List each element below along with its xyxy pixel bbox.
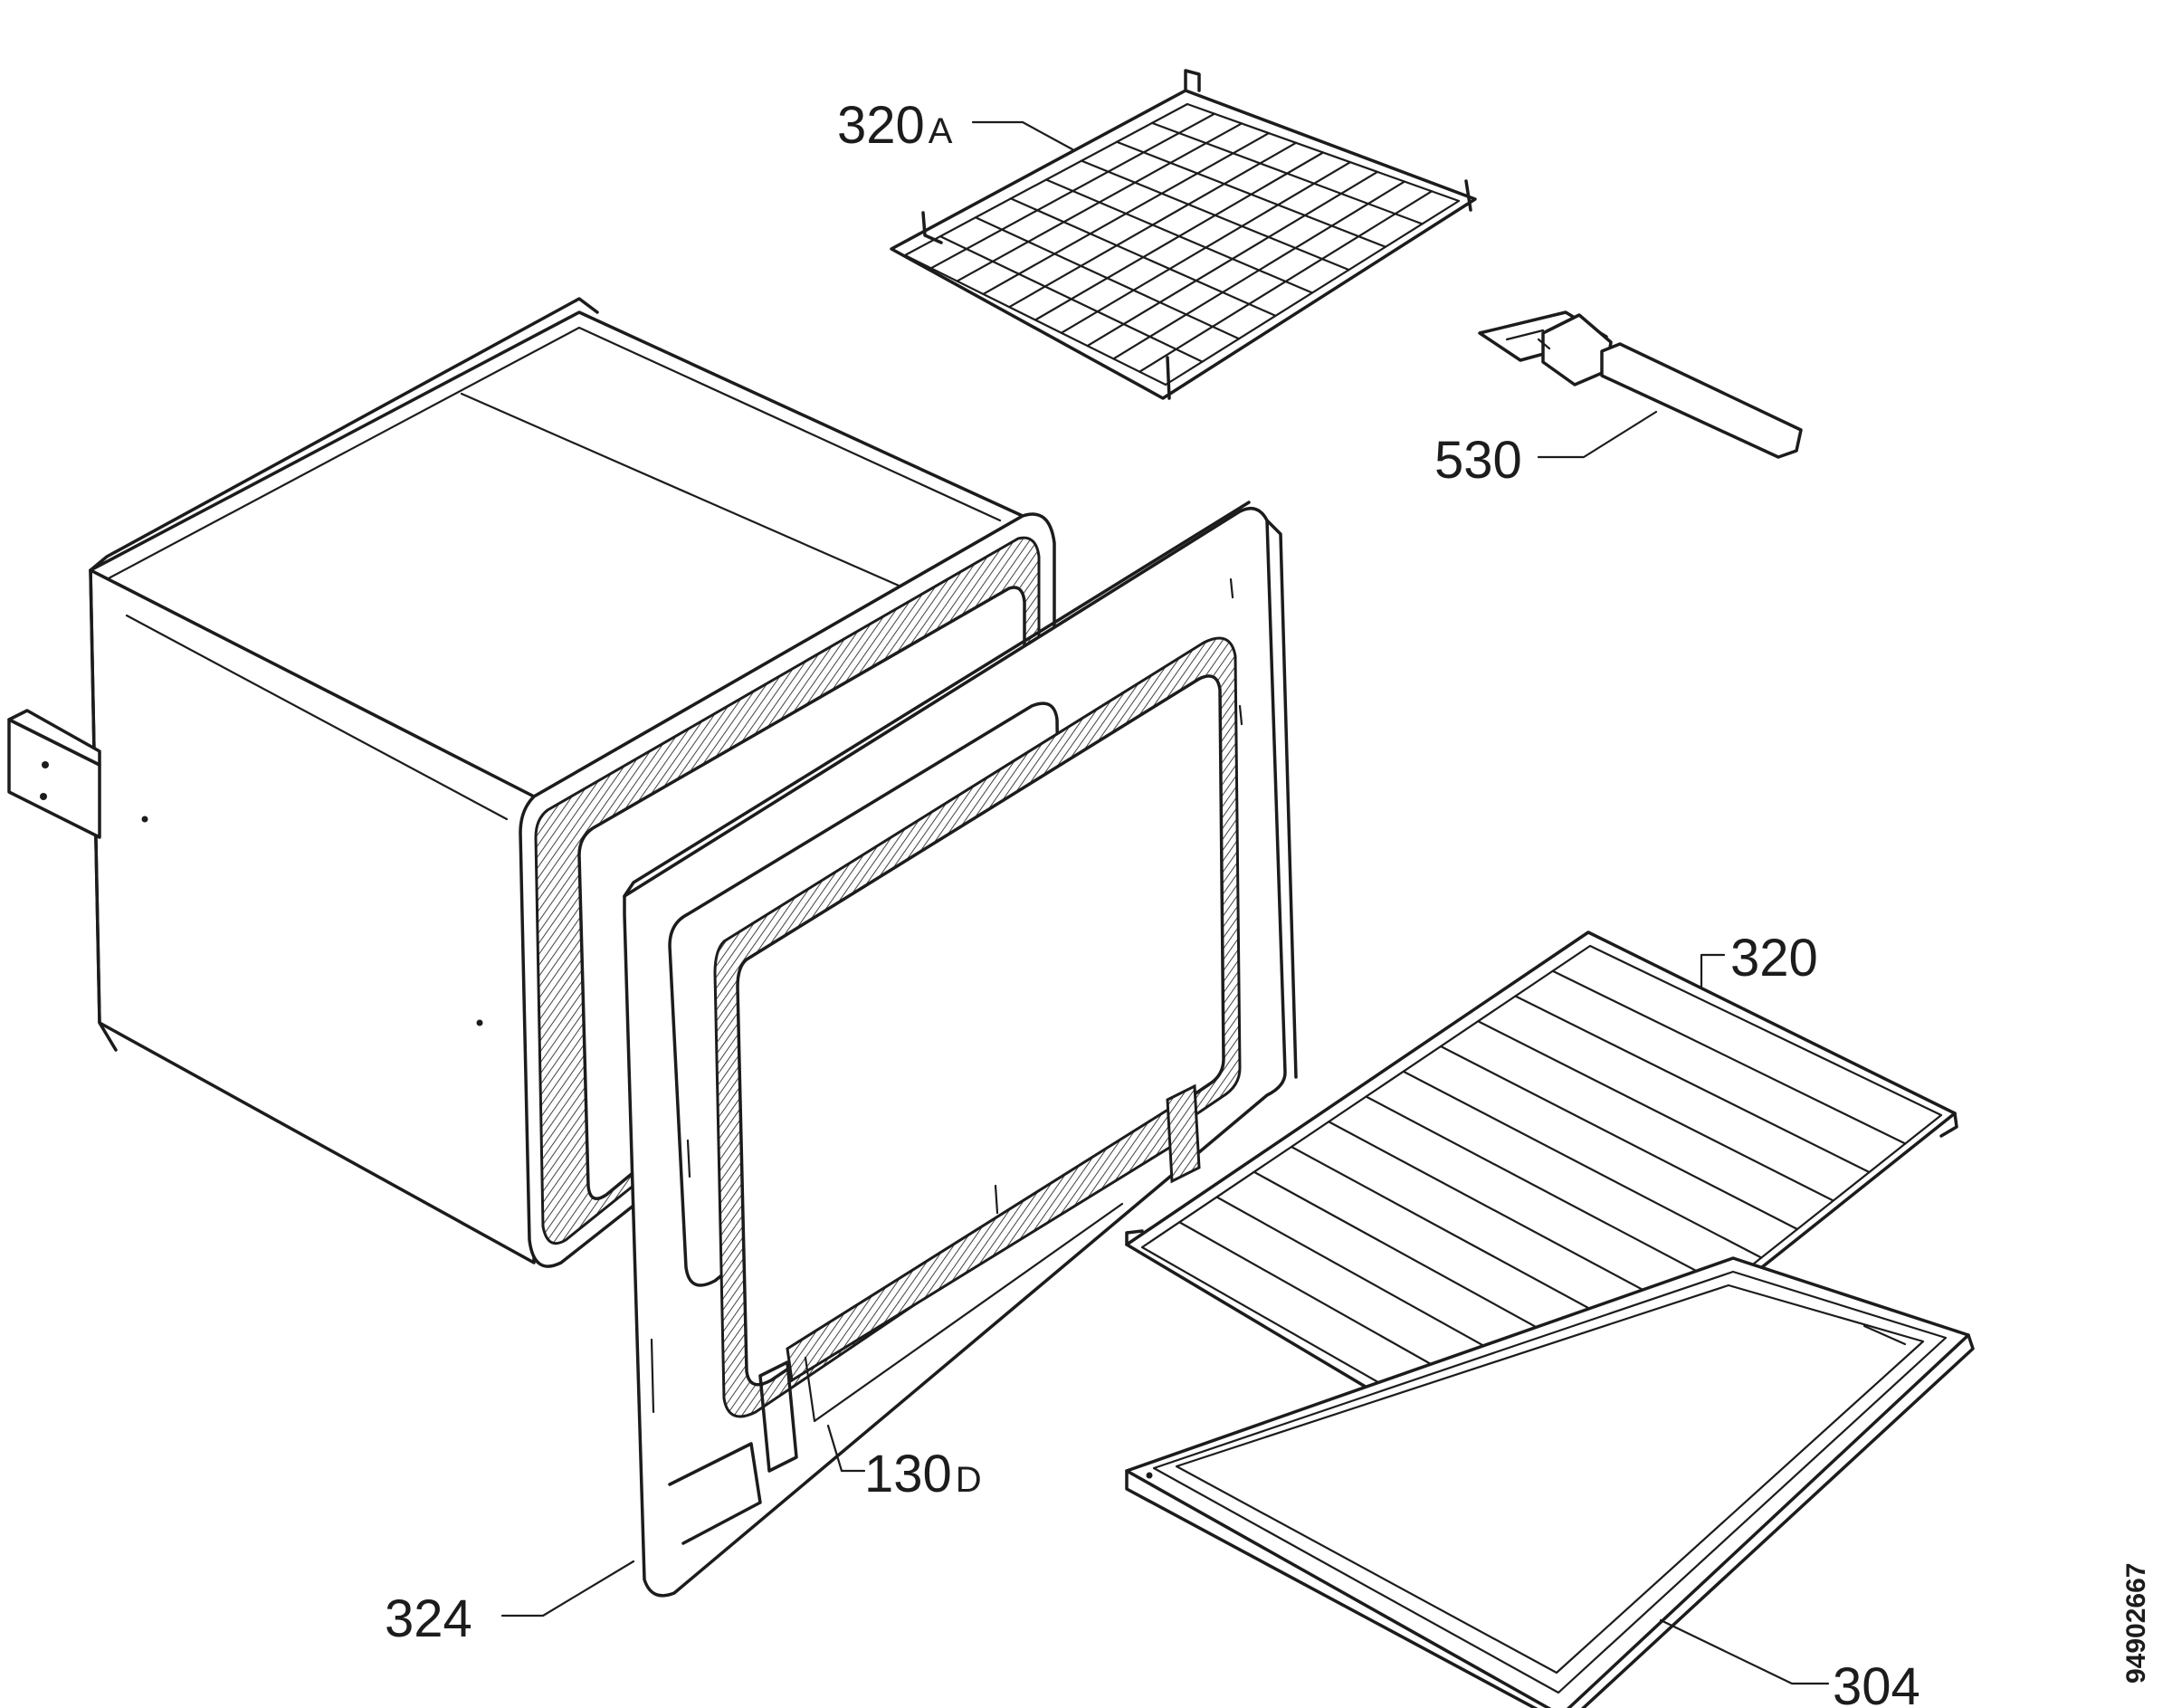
grid-rod <box>956 122 1243 282</box>
shelf-rod <box>1514 995 1871 1174</box>
shelf-rod <box>1328 1121 1691 1316</box>
leader-130d <box>826 1424 866 1473</box>
shelf-rod <box>1365 1095 1727 1288</box>
grid-rod <box>1138 190 1434 373</box>
grid-rod <box>1008 141 1298 309</box>
leader-530 <box>1537 410 1658 459</box>
grid-shelf-320a <box>890 69 1477 400</box>
leader-lines <box>500 120 1830 1685</box>
grid-rod <box>929 112 1216 270</box>
grid-rod <box>982 132 1271 295</box>
label-530: 530 <box>1434 431 1522 490</box>
leader-304 <box>1659 1618 1830 1685</box>
door-inner-frame <box>623 501 1298 1598</box>
document-number: 94902667 <box>2121 1563 2151 1684</box>
label-304: 304 <box>1833 1657 1920 1708</box>
label-324: 324 <box>385 1589 472 1648</box>
grid-rod <box>1112 180 1406 360</box>
label-320: 320 <box>1730 929 1818 988</box>
shelf-rod <box>1402 1070 1763 1259</box>
grid-rod <box>1060 161 1352 334</box>
baking-tray-304 <box>1125 1256 1975 1708</box>
shelf-rod <box>1477 1020 1834 1202</box>
leader-324 <box>500 1560 635 1617</box>
leader-320 <box>1700 953 1726 988</box>
shelf-rod <box>1439 1045 1799 1231</box>
shelf-rod <box>1551 969 1907 1145</box>
leader-320a <box>971 120 1074 151</box>
grid-rod <box>1034 151 1325 321</box>
shelf-handle-530 <box>1478 310 1803 459</box>
grid-rod <box>1086 170 1379 348</box>
